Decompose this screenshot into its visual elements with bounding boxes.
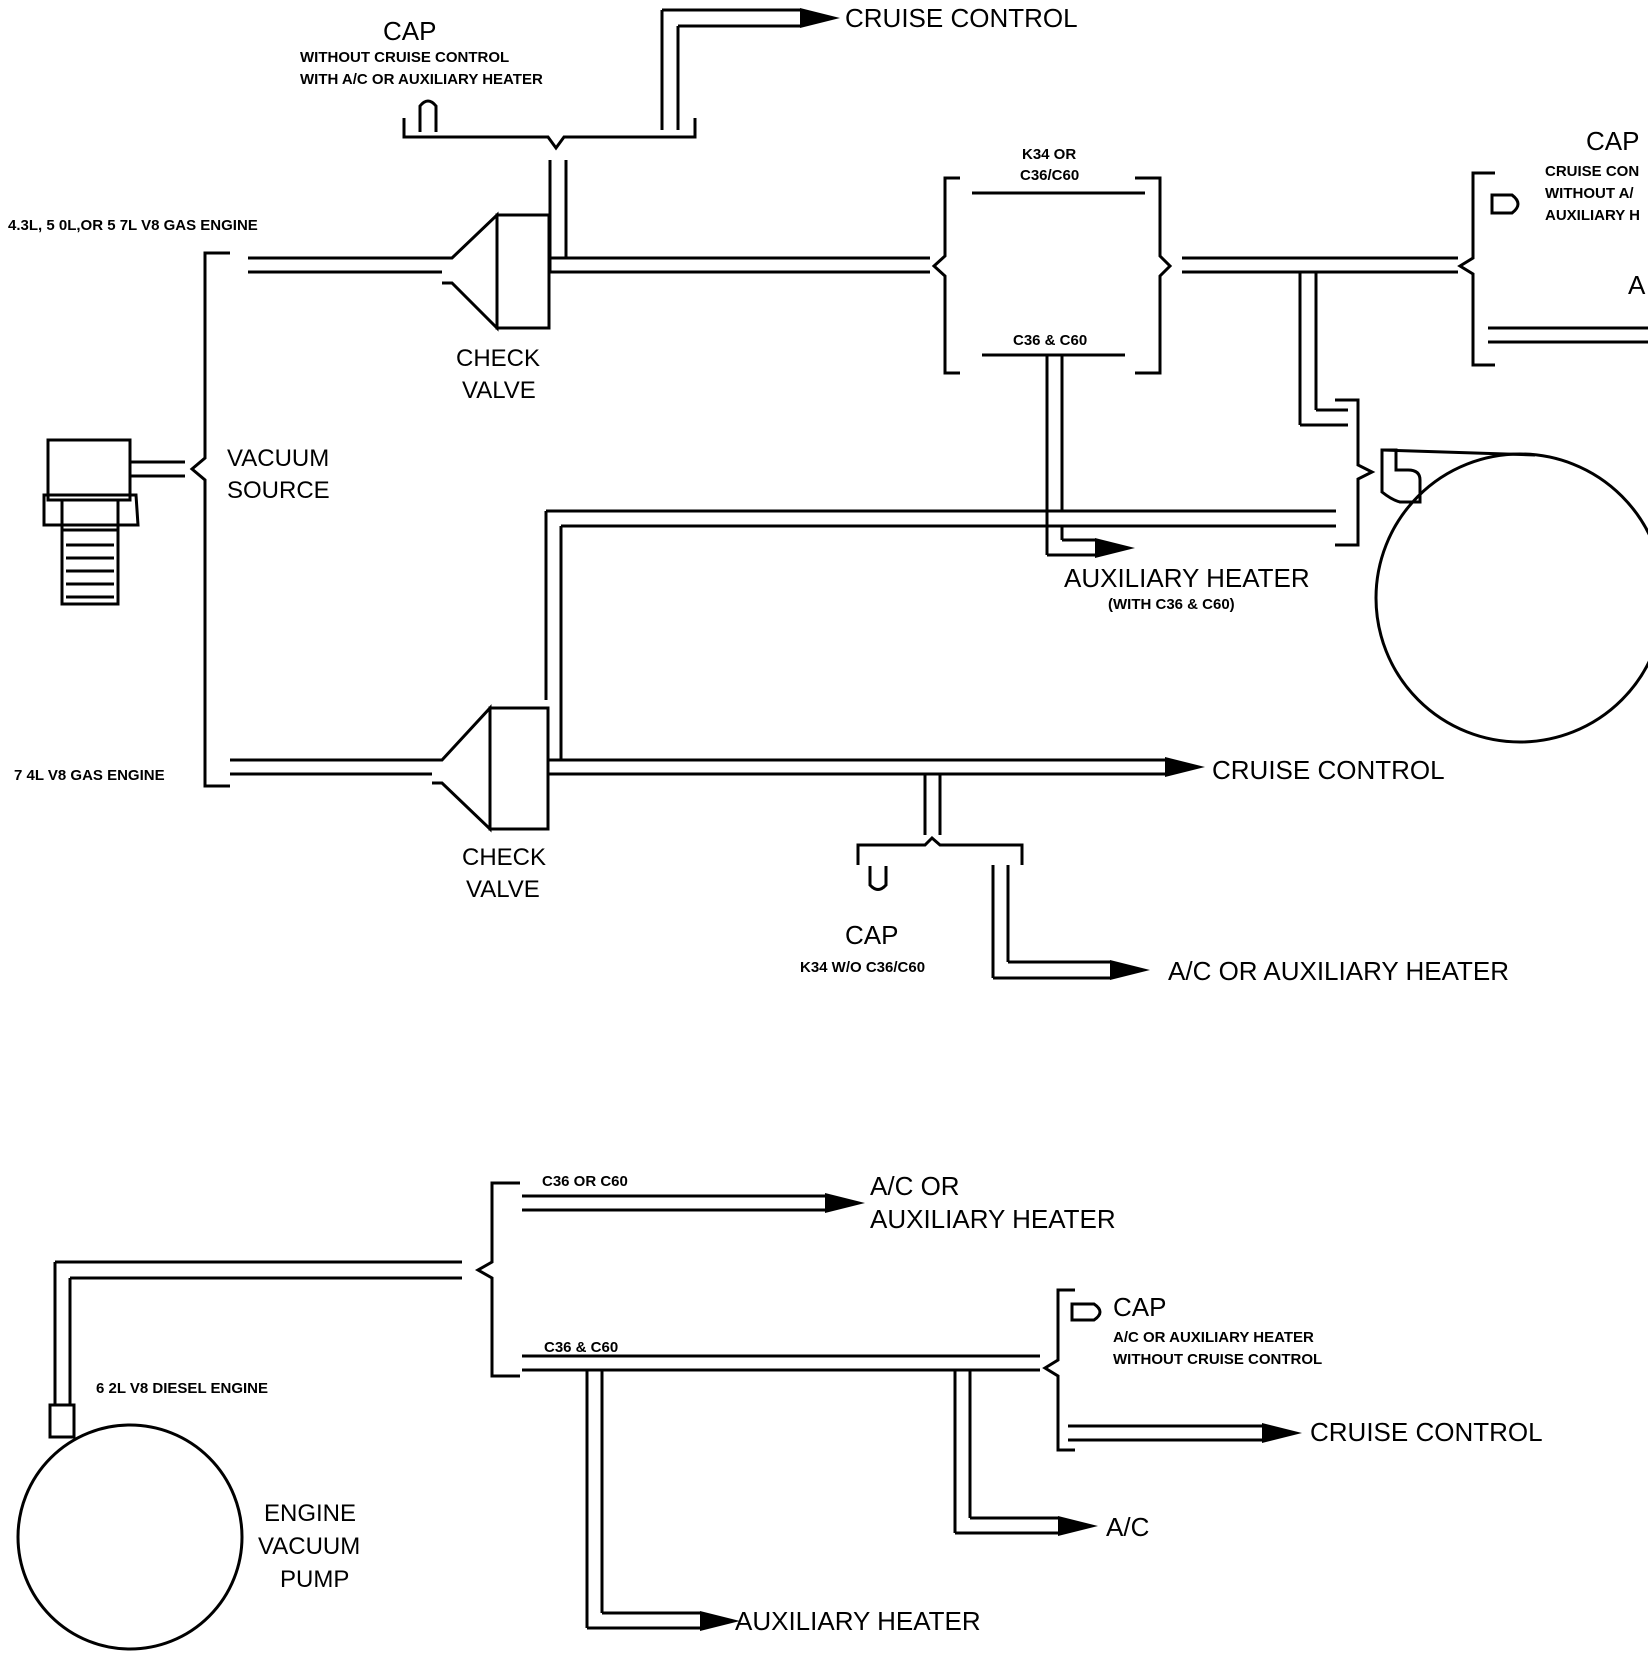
- aux-heater-mid-note: (WITH C36 & C60): [1108, 596, 1235, 613]
- ac-aux-mid-label: A/C OR AUXILIARY HEATER: [1168, 956, 1509, 986]
- check-valve-upper-label-2: VALVE: [462, 377, 536, 404]
- upper-engine-hose: [248, 256, 442, 274]
- cap-mid-label: CAP: [845, 920, 898, 950]
- c36-c60-lower-label: C36 & C60: [544, 1339, 618, 1356]
- pump-hose: [53, 1260, 462, 1405]
- vacuum-source-brace: [189, 251, 230, 788]
- engine-vacuum-pump-icon: [16, 1403, 244, 1651]
- ac-or-label-1: A/C OR: [870, 1171, 960, 1201]
- c36-or-c60-label: C36 OR C60: [542, 1173, 628, 1190]
- engine-vacuum-pump-label-1: ENGINE: [264, 1500, 356, 1527]
- check-valve-upper-label-1: CHECK: [456, 345, 540, 372]
- lower-check-valve-icon: [432, 704, 550, 833]
- aux-heater-mid-label: AUXILIARY HEATER: [1064, 563, 1310, 593]
- top-tee-fitting: [402, 99, 697, 151]
- upper-valve-outlet-hose: [549, 256, 930, 274]
- cruise-control-top-label: CRUISE CONTROL: [845, 3, 1078, 33]
- lower-cap-bracket: [1042, 1288, 1102, 1452]
- cap-right-note-1: CRUISE CON: [1545, 163, 1639, 180]
- ac-lower-label: A/C: [1106, 1512, 1149, 1542]
- cap-right-label: CAP: [1586, 126, 1639, 156]
- cap-right-note-2: WITHOUT A/: [1545, 185, 1634, 202]
- brake-booster-icon: [1374, 448, 1648, 744]
- diesel-engine-label: 6 2L V8 DIESEL ENGINE: [96, 1380, 268, 1397]
- k34-label-2: C36/C60: [1020, 167, 1079, 184]
- right-hose: [1182, 256, 1458, 274]
- cap-top-note-1: WITHOUT CRUISE CONTROL: [300, 49, 509, 66]
- ac-or-label-2: AUXILIARY HEATER: [870, 1204, 1116, 1234]
- right-cap-bracket: [1457, 171, 1648, 367]
- gas-engine-big-label: 7 4L V8 GAS ENGINE: [14, 767, 165, 784]
- engine-vacuum-pump-label-2: VACUUM: [258, 1533, 360, 1560]
- aux-heater-lower-hose: [585, 1370, 740, 1631]
- upper-valve-vertical-hose: [548, 160, 568, 272]
- aux-heater-hose: [544, 509, 1336, 760]
- cruise-control-mid-label: CRUISE CONTROL: [1212, 755, 1445, 785]
- c36-c60-upper-label: C36 & C60: [1013, 332, 1087, 349]
- upper-check-valve-icon: [442, 211, 551, 332]
- lower-engine-hose: [230, 758, 432, 776]
- a-right-label: A: [1628, 270, 1646, 300]
- mid-tee-fitting: [856, 774, 1150, 980]
- cap-lower-label: CAP: [1113, 1292, 1166, 1322]
- c36-c60-vertical-hose: [1045, 355, 1064, 550]
- cap-right-note-3: AUXILIARY H: [1545, 207, 1640, 224]
- aux-heater-lower-label: AUXILIARY HEATER: [735, 1606, 981, 1636]
- cap-icon: [1490, 193, 1520, 215]
- vacuum-source-sensor-icon: [42, 438, 185, 606]
- bottom-brace: [474, 1181, 520, 1378]
- k34-label-1: K34 OR: [1022, 146, 1076, 163]
- ac-or-aux-hose: [522, 1193, 865, 1213]
- option-bracket-box: [931, 176, 1173, 375]
- check-valve-lower-label-1: CHECK: [462, 844, 546, 871]
- booster-bracket: [1335, 398, 1376, 547]
- cap-icon: [1070, 1302, 1102, 1322]
- cap-mid-note: K34 W/O C36/C60: [800, 959, 925, 976]
- cruise-control-lower-hose: [1068, 1423, 1302, 1443]
- cap-icon: [868, 866, 888, 891]
- cap-top-label: CAP: [383, 16, 436, 46]
- vacuum-source-label-2: SOURCE: [227, 477, 330, 504]
- check-valve-lower-label-2: VALVE: [466, 876, 540, 903]
- cap-top-note-2: WITH A/C OR AUXILIARY HEATER: [300, 71, 543, 88]
- vacuum-source-label-1: VACUUM: [227, 445, 329, 472]
- c36-c60-lower-hose: [522, 1354, 1040, 1372]
- cap-lower-note-2: WITHOUT CRUISE CONTROL: [1113, 1351, 1322, 1368]
- cap-lower-note-1: A/C OR AUXILIARY HEATER: [1113, 1329, 1314, 1346]
- booster-vertical-hose: [1298, 272, 1348, 427]
- ac-lower-hose: [953, 1370, 1098, 1536]
- cruise-control-top-hose: [660, 8, 840, 130]
- engine-vacuum-pump-label-3: PUMP: [280, 1566, 349, 1593]
- cruise-control-lower-label: CRUISE CONTROL: [1310, 1417, 1543, 1447]
- cruise-control-mid-hose: [548, 757, 1205, 777]
- cap-icon: [418, 99, 438, 132]
- gas-engine-small-label: 4.3L, 5 0L,OR 5 7L V8 GAS ENGINE: [8, 217, 258, 234]
